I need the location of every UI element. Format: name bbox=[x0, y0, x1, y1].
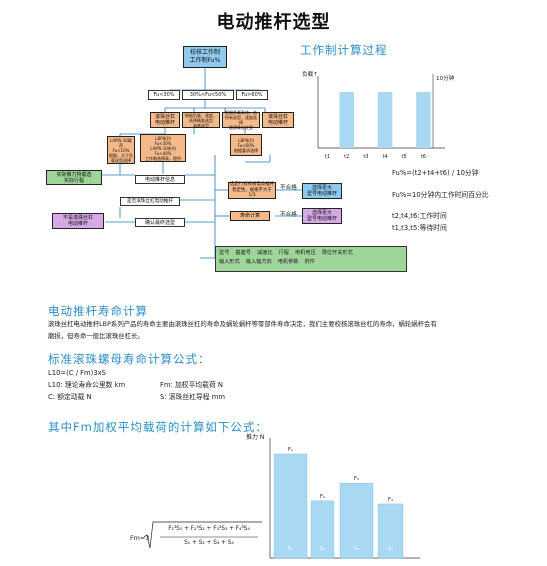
duty-tick-label: t3 bbox=[363, 154, 368, 160]
parameter-box: 型号 基座号 减速比 行程 电机电压 限位开关形式 输入形式 输入轴方向 电机参… bbox=[215, 246, 407, 272]
actual-thrust-box: 实际推力特载选 实际行程 bbox=[46, 170, 102, 185]
fm-definition: Fm: 加权平均载荷 N bbox=[160, 381, 224, 389]
range-box-2: 30%<Fu<50% bbox=[182, 90, 234, 100]
param-item: 输入形式 bbox=[219, 259, 240, 265]
level3-box-left: LAMS-10载荷 Fu<10% 根据，大于负 载选型选择 bbox=[107, 136, 135, 164]
s-definition: S: 滚珠丝杠导程 mm bbox=[160, 393, 225, 401]
level3-box-mid: LBP系列 Fu<30% LAMS-10系列 Fu<40% 工作制选择表，提供 bbox=[140, 134, 186, 162]
param-item: 行程 bbox=[278, 250, 289, 256]
duty-note-2: t1,t3,t5:等待时间 bbox=[392, 224, 447, 232]
duty-formula-2: Fu%=10分钟内工作时间百分比 bbox=[392, 191, 489, 199]
param-item: 附件 bbox=[304, 259, 315, 265]
duty-tick-label: t4 bbox=[383, 154, 388, 160]
stability-check-box: 选定行程校核电动推杆 稳定性，规格不大于1/3 bbox=[228, 182, 276, 199]
param-item: 电机参数 bbox=[277, 259, 299, 265]
thrust-y-label: 推力 N bbox=[246, 434, 265, 441]
duty-note-1: t2,t4,t6:工作时间 bbox=[392, 212, 447, 220]
duty-y-label: 负载↑ bbox=[302, 72, 318, 78]
duty-tick-label: t6 bbox=[421, 154, 426, 160]
level2-box-2: 根据负载，速度， 选择精准选型 或者选型 bbox=[182, 112, 220, 128]
fail-label-1: 不合格 bbox=[280, 185, 297, 191]
param-item: 基座号 bbox=[235, 250, 251, 256]
thrust-s-label: S₁ bbox=[288, 546, 293, 552]
page-title: 电动推杆选型 bbox=[216, 12, 331, 33]
thrust-f-label: F₁ bbox=[288, 447, 293, 453]
param-item: 减速比 bbox=[256, 250, 273, 256]
parameter-row-1: 型号 基座号 减速比 行程 电机电压 限位开关形式 bbox=[216, 249, 406, 258]
duty-cycle-check-box: 校核工作制 工作制Fu% bbox=[183, 46, 227, 68]
param-item: 输入轴方向 bbox=[245, 259, 272, 265]
duty-tick-label: t1 bbox=[325, 154, 330, 160]
parameter-row-2: 输入形式 输入轴方向 电机参数 附件 bbox=[216, 258, 406, 267]
thrust-f-label: F₄ bbox=[388, 497, 393, 503]
ball-screw-question-box: 是否滚珠丝杠电动推杆 bbox=[120, 197, 180, 206]
range-box-3: Fu>60% bbox=[236, 90, 268, 100]
param-item: 电机电压 bbox=[294, 250, 316, 256]
level2-box-1: 滚珠丝杠 电动推杆 bbox=[150, 112, 180, 128]
larger-model-box-2: 选择更大 型号电动推杆 bbox=[302, 208, 342, 224]
life-calc-box: 寿命计算 bbox=[230, 211, 270, 221]
param-item: 限位开关形式 bbox=[321, 250, 353, 256]
duty-section-title: 工作制计算过程 bbox=[300, 43, 388, 57]
fm-denominator: S₁ + S₂ + S₃ + S₄ bbox=[184, 540, 234, 546]
param-item: 型号 bbox=[219, 250, 230, 256]
fm-section-title: 其中Fm加权平均载荷的计算如下公式： bbox=[48, 420, 268, 434]
range-box-1: Fu<30% bbox=[148, 90, 180, 100]
life-section-title: 电动推杆寿命计算 bbox=[48, 304, 148, 318]
fm-numerator: F₁³S₁ + F₂³S₂ + F₃³S₃ + F₄³S₄ bbox=[168, 526, 250, 532]
thrust-bar bbox=[310, 500, 335, 559]
thrust-bar bbox=[273, 453, 308, 559]
duty-bar bbox=[339, 92, 355, 148]
level3-box-right: LBP系列 Fu<60% 根据要求选择 bbox=[230, 134, 262, 156]
life-text-1: 滚珠丝杠电动推杆LBP系列产品的寿命主要由滚珠丝杠的寿命及蜗轮蜗杆等零部件寿命决… bbox=[48, 320, 437, 328]
non-ball-screw-box: 不是滚珠丝杠 电动推杆 bbox=[52, 213, 104, 229]
fm-label: Fm=3 bbox=[130, 534, 150, 542]
l10-formula: L10=(C / Fm)3xS bbox=[48, 369, 106, 377]
thrust-s-label: S₄ bbox=[388, 546, 393, 552]
final-selection-box: 确认最终选型 bbox=[135, 218, 185, 227]
fail-label-2: 不合格 bbox=[280, 212, 297, 218]
larger-model-box-1: 选择更大 型号电动推杆 bbox=[302, 183, 342, 199]
thrust-f-label: F₂ bbox=[320, 494, 325, 500]
level2-box-3: 根据负载寿命，选 所有选型，速度选择 超滚珠丝杠型 bbox=[222, 110, 260, 130]
duty-ten-min-label: 10分钟 bbox=[436, 76, 455, 82]
duty-bar bbox=[416, 92, 431, 148]
duty-tick-label: t2 bbox=[344, 154, 349, 160]
thrust-bar bbox=[339, 482, 374, 559]
duty-bar bbox=[377, 92, 393, 148]
duty-tick-label: t5 bbox=[402, 154, 407, 160]
level2-box-4: 滚珠丝杠 电动推杆 bbox=[262, 112, 294, 128]
duty-formula-1: Fu%=(t2+t4+t6) / 10分钟 bbox=[392, 169, 479, 177]
life-text-2: 磨损，但寿命一般比滚珠丝杠长。 bbox=[48, 332, 144, 340]
thrust-s-label: S₃ bbox=[354, 546, 359, 552]
actuator-info-box: 电动推杆信息 bbox=[135, 175, 185, 184]
c-definition: C: 额定动载 N bbox=[48, 393, 92, 401]
l10-definition: L10: 理论寿命公里数 km bbox=[48, 381, 126, 389]
thrust-bar bbox=[377, 503, 404, 559]
ball-section-title: 标准滚珠螺母寿命计算公式： bbox=[48, 352, 211, 366]
thrust-f-label: F₃ bbox=[354, 476, 359, 482]
thrust-s-label: S₂ bbox=[320, 546, 325, 552]
